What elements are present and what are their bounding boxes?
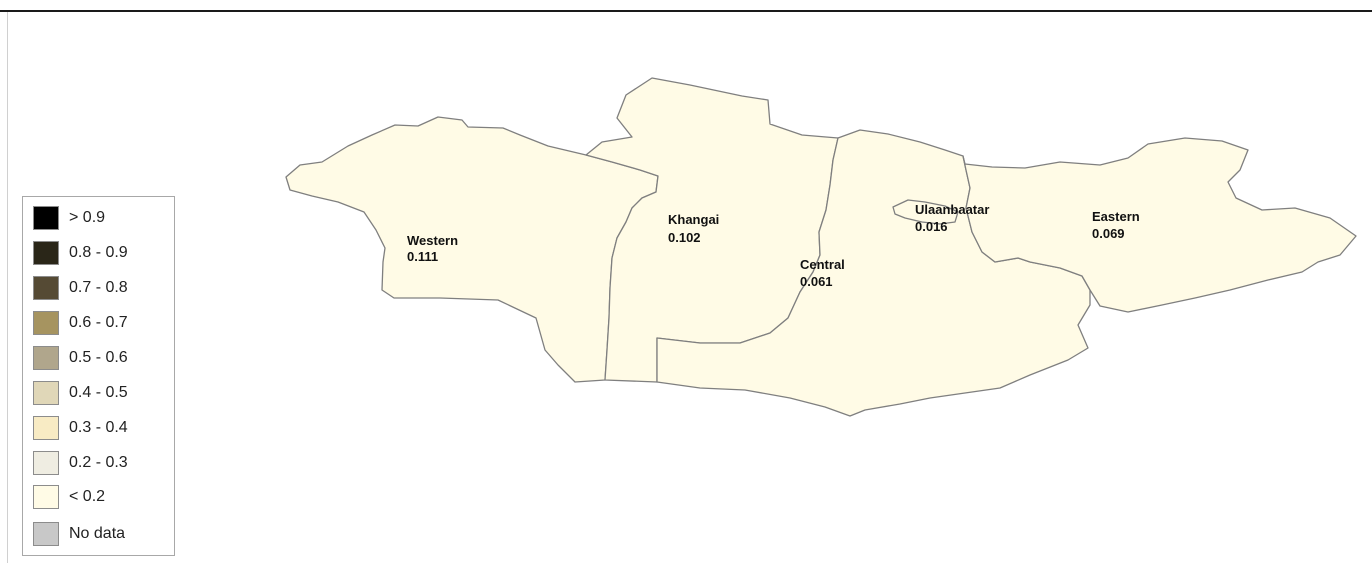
region-eastern[interactable] bbox=[962, 137, 1357, 313]
legend-swatch bbox=[33, 311, 59, 335]
region-value-central: 0.061 bbox=[800, 274, 833, 289]
top-border-rule bbox=[0, 10, 1372, 12]
region-ulaanbaatar[interactable] bbox=[892, 199, 959, 225]
legend-item: 0.8 - 0.9 bbox=[33, 240, 128, 266]
map-legend: > 0.9 0.8 - 0.9 0.7 - 0.8 0.6 - 0.7 0.5 … bbox=[22, 196, 175, 556]
legend-item: 0.7 - 0.8 bbox=[33, 275, 128, 301]
legend-label: 0.8 - 0.9 bbox=[69, 244, 128, 261]
legend-label: > 0.9 bbox=[69, 209, 106, 226]
legend-item: 0.4 - 0.5 bbox=[33, 380, 128, 406]
legend-swatch bbox=[33, 451, 59, 475]
legend-label: 0.5 - 0.6 bbox=[69, 349, 128, 366]
legend-item: < 0.2 bbox=[33, 484, 105, 510]
legend-item: 0.5 - 0.6 bbox=[33, 345, 128, 371]
legend-label: 0.7 - 0.8 bbox=[69, 279, 128, 296]
legend-label: 0.3 - 0.4 bbox=[69, 419, 128, 436]
legend-swatch bbox=[33, 485, 59, 509]
region-label-central: Central bbox=[800, 257, 845, 272]
legend-swatch bbox=[33, 206, 59, 230]
legend-swatch bbox=[33, 381, 59, 405]
legend-item: 0.3 - 0.4 bbox=[33, 415, 128, 441]
region-label-khangai: Khangai bbox=[668, 212, 719, 227]
region-value-ulaanbaatar: 0.016 bbox=[915, 219, 948, 234]
legend-swatch bbox=[33, 522, 59, 546]
legend-label: 0.4 - 0.5 bbox=[69, 384, 128, 401]
region-label-western: Western bbox=[407, 233, 458, 248]
legend-swatch bbox=[33, 416, 59, 440]
region-value-western: 0.111 bbox=[407, 249, 438, 264]
legend-swatch bbox=[33, 346, 59, 370]
region-label-eastern: Eastern bbox=[1092, 209, 1140, 224]
legend-label: No data bbox=[69, 525, 126, 542]
legend-swatch bbox=[33, 276, 59, 300]
legend-swatch bbox=[33, 241, 59, 265]
legend-item: 0.2 - 0.3 bbox=[33, 450, 128, 476]
legend-item: No data bbox=[33, 521, 125, 547]
region-label-ulaanbaatar: Ulaanbaatar bbox=[915, 202, 989, 217]
left-border-rule bbox=[7, 12, 8, 563]
legend-item: 0.6 - 0.7 bbox=[33, 310, 128, 336]
legend-label: 0.2 - 0.3 bbox=[69, 454, 128, 471]
legend-item: > 0.9 bbox=[33, 205, 105, 231]
legend-label: < 0.2 bbox=[69, 488, 106, 505]
region-value-eastern: 0.069 bbox=[1092, 226, 1125, 241]
legend-label: 0.6 - 0.7 bbox=[69, 314, 128, 331]
region-value-khangai: 0.102 bbox=[668, 230, 701, 245]
